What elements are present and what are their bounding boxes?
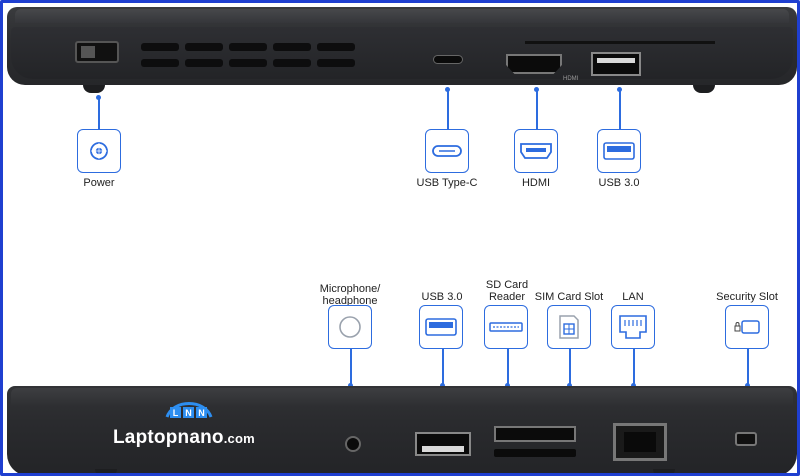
vent-slot <box>229 43 267 51</box>
vent-slot <box>185 59 223 67</box>
svg-text:N: N <box>185 408 192 418</box>
ethernet-icon <box>619 315 647 339</box>
vent-slot <box>141 43 179 51</box>
power-port <box>75 41 119 63</box>
usb-c-port <box>433 55 463 64</box>
laptop-lid <box>15 9 789 23</box>
laptop-foot <box>693 85 715 93</box>
laptop-foot <box>95 469 117 473</box>
lan-label: LAN <box>622 291 644 303</box>
sd-label-line1: SD Card <box>485 279 529 291</box>
callout-dot <box>348 383 353 388</box>
audio-label-line1: Microphone/ <box>319 283 381 295</box>
security-label: Security Slot <box>716 291 778 303</box>
headphone-jack-icon <box>339 316 361 338</box>
logo-badge: L N N <box>163 397 215 423</box>
audio-label-line2: headphone <box>322 295 378 307</box>
usb3-port <box>415 432 471 456</box>
hdmi-label: HDMI <box>521 177 551 189</box>
security-callout-box <box>725 305 769 349</box>
audio-label: Microphone/ headphone <box>320 283 381 307</box>
sd-card-slot <box>494 426 576 442</box>
power-icon <box>90 142 108 160</box>
callout-dot <box>617 87 622 92</box>
callout-line <box>619 89 621 129</box>
sim-label: SIM Card Slot <box>534 291 604 303</box>
sim-callout-box <box>547 305 591 349</box>
callout-line <box>507 349 509 385</box>
vent-slot <box>141 59 179 67</box>
usb-c-icon <box>432 145 462 157</box>
sim-card-icon <box>559 315 579 339</box>
usb-icon <box>425 318 457 336</box>
hdmi-marking: HDMI <box>563 76 579 82</box>
hdmi-callout-box <box>514 129 558 173</box>
audio-callout-box <box>328 305 372 349</box>
callout-dot <box>440 383 445 388</box>
callout-dot <box>631 383 636 388</box>
callout-line <box>350 349 352 385</box>
sd-label: SD Card Reader <box>486 279 528 303</box>
callout-line <box>569 349 571 385</box>
sd-callout-box <box>484 305 528 349</box>
power-callout-box <box>77 129 121 173</box>
laptop-foot <box>653 469 675 473</box>
callout-dot <box>505 383 510 388</box>
lan-port <box>613 423 667 461</box>
sd-label-line2: Reader <box>488 291 526 303</box>
hdmi-icon <box>520 143 552 159</box>
lan-callout-box <box>611 305 655 349</box>
vent-slot <box>273 43 311 51</box>
laptopnano-logo: L N N Laptopnano.com <box>113 397 273 457</box>
svg-text:N: N <box>198 408 205 418</box>
vent-slot <box>317 43 355 51</box>
callout-line <box>536 89 538 129</box>
laptop-left-side <box>7 7 797 85</box>
usb-icon <box>603 142 635 160</box>
callout-line <box>442 349 444 385</box>
callout-line <box>747 349 749 385</box>
usb3-bottom-callout-box <box>419 305 463 349</box>
callout-dot <box>567 383 572 388</box>
usb3-port <box>591 52 641 76</box>
laptop-lid <box>11 388 793 406</box>
logo-domain: .com <box>223 431 255 446</box>
vent-slot <box>273 59 311 67</box>
callout-line <box>633 349 635 385</box>
usb-c-callout-box <box>425 129 469 173</box>
sim-card-slot <box>494 449 576 457</box>
lock-icon <box>734 320 760 334</box>
security-lock-slot <box>735 432 757 446</box>
vent-slot <box>229 59 267 67</box>
usb3-callout-box <box>597 129 641 173</box>
callout-dot <box>445 87 450 92</box>
callout-dot <box>745 383 750 388</box>
callout-dot <box>534 87 539 92</box>
sd-card-icon <box>489 322 523 332</box>
usb3-bottom-label: USB 3.0 <box>421 291 463 303</box>
vent-slot <box>185 43 223 51</box>
logo-name: Laptopnano <box>113 427 224 448</box>
audio-jack <box>345 436 361 452</box>
card-slot-line <box>525 41 715 44</box>
laptop-base <box>11 27 793 79</box>
vent-slot <box>317 59 355 67</box>
svg-text:L: L <box>173 408 179 418</box>
callout-line <box>98 97 100 129</box>
power-label: Power <box>83 177 115 189</box>
laptop-foot <box>83 85 105 93</box>
usb3-label: USB 3.0 <box>598 177 640 189</box>
usb-c-label: USB Type-C <box>416 177 478 189</box>
hdmi-port <box>506 54 562 74</box>
callout-line <box>447 89 449 129</box>
callout-dot <box>96 95 101 100</box>
logo-wordmark: Laptopnano.com <box>113 427 255 449</box>
